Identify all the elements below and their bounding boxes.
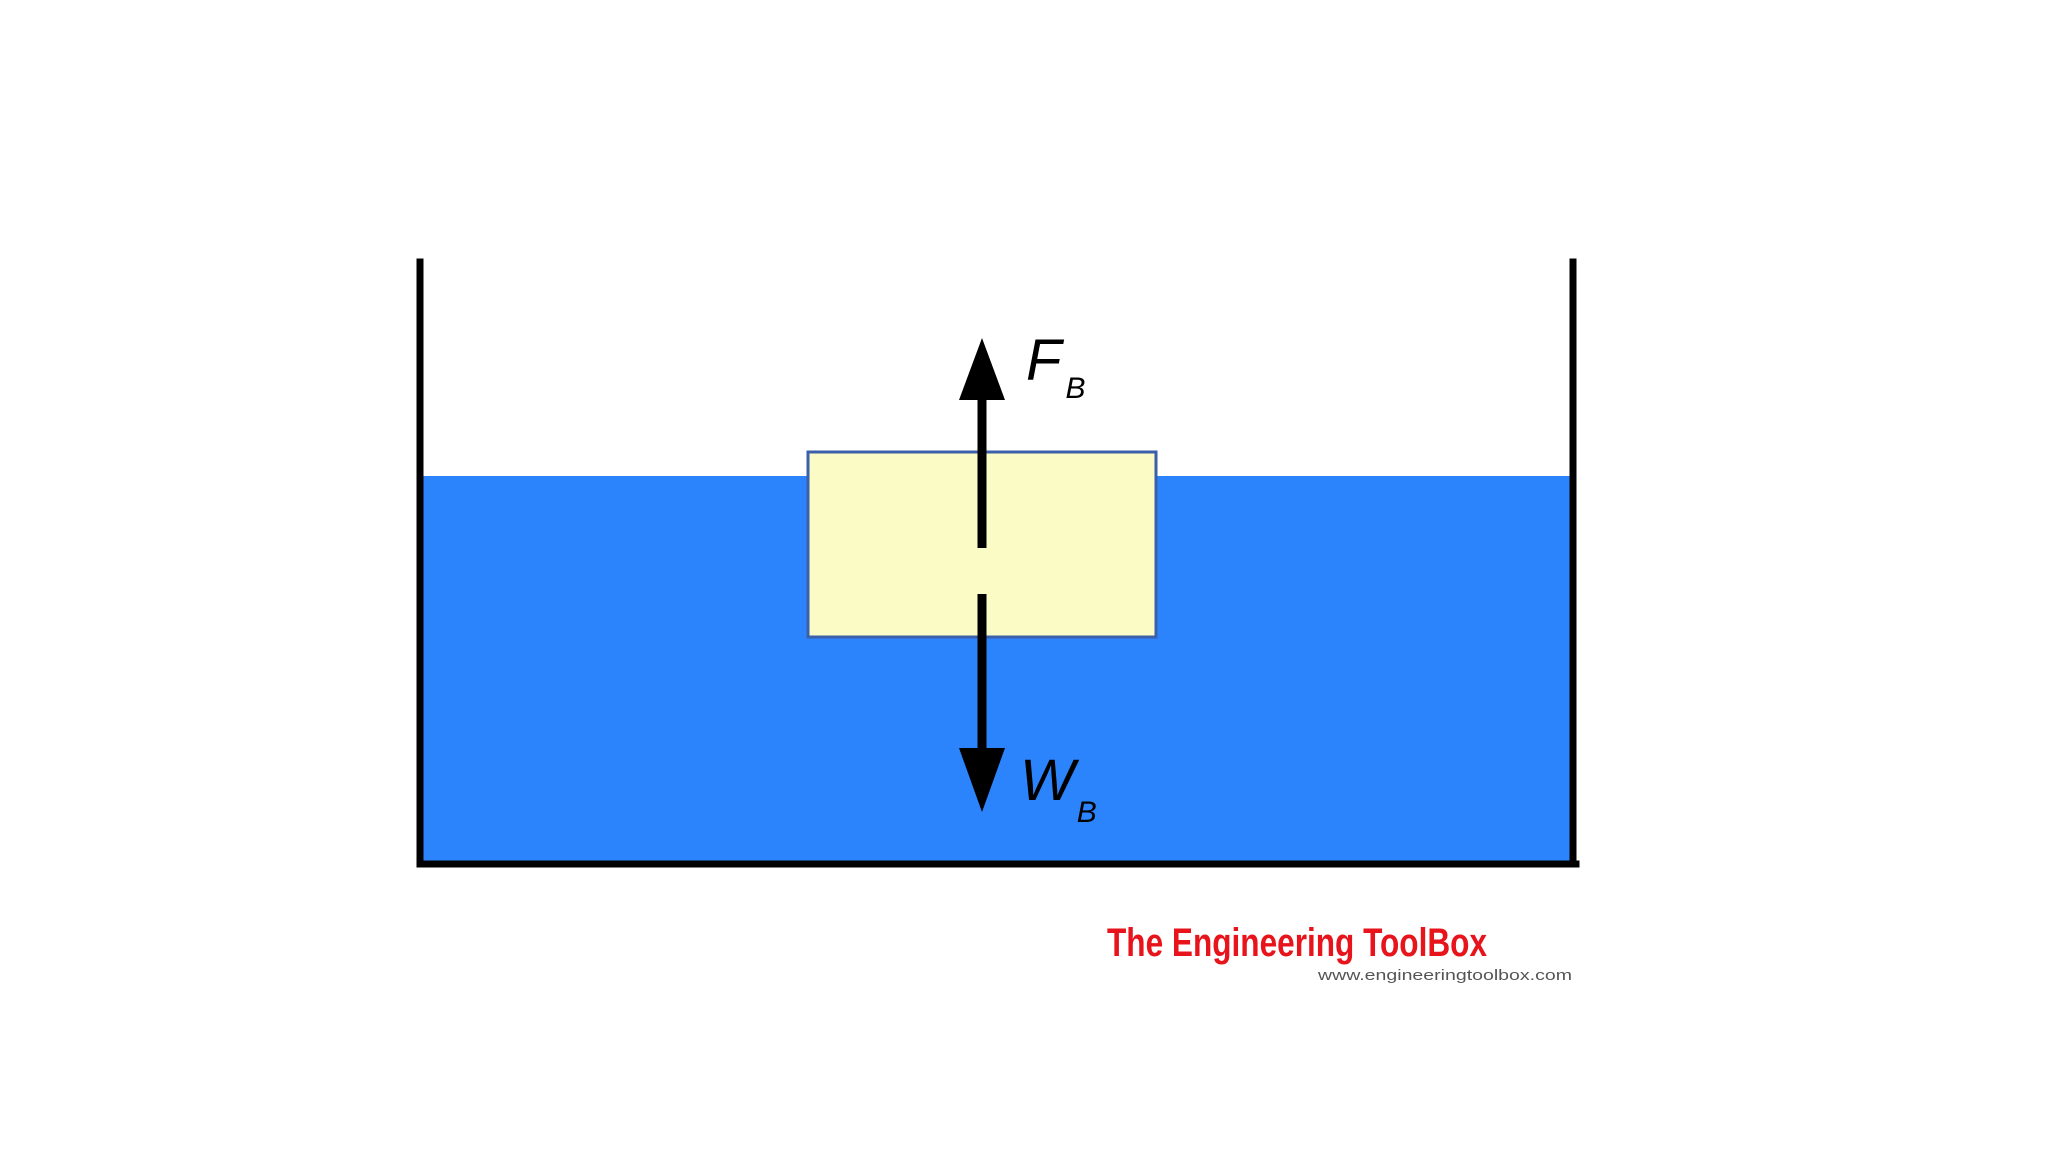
weight-force-symbol: W	[1020, 748, 1080, 813]
watermark-title: The Engineering ToolBox	[1107, 921, 1487, 965]
weight-force-label: WB	[1020, 748, 1097, 829]
buoyant-force-arrow	[959, 338, 1005, 548]
weight-force-subscript: B	[1077, 796, 1097, 829]
watermark-url: www.engineeringtoolbox.com	[1317, 967, 1572, 984]
watermark: The Engineering ToolBox www.engineeringt…	[1107, 921, 1572, 984]
buoyant-force-symbol: F	[1026, 328, 1065, 393]
container	[416, 258, 1580, 868]
weight-force-arrow	[959, 594, 1005, 812]
buoyant-force-subscript: B	[1065, 372, 1085, 405]
